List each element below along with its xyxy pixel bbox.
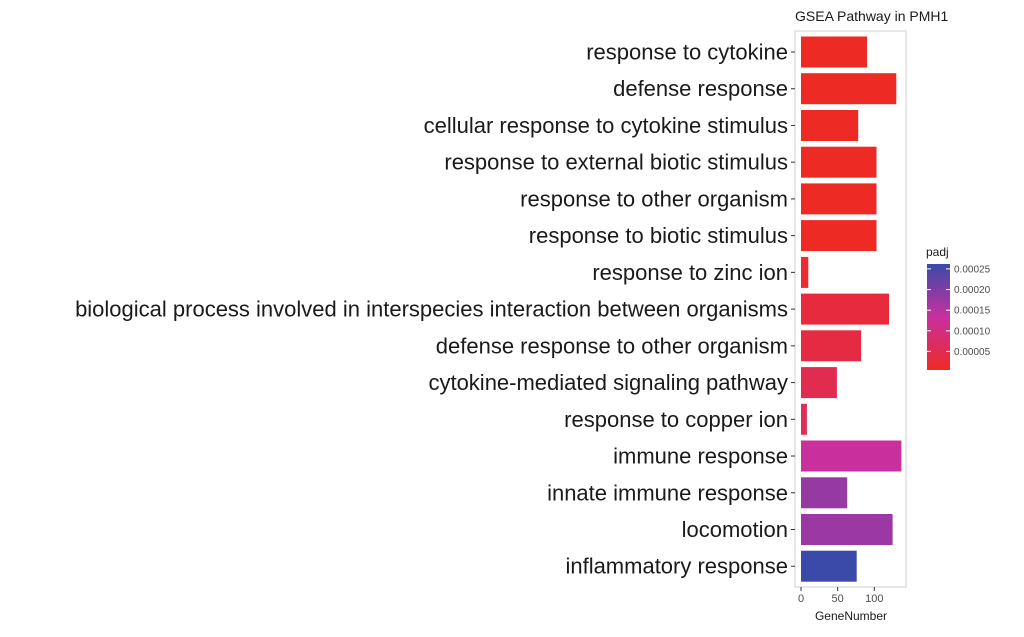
chart-title: GSEA Pathway in PMH1 (795, 8, 949, 24)
bar-7 (801, 256, 809, 288)
bar-5 (801, 183, 877, 215)
category-label-11: response to copper ion (564, 407, 788, 432)
bar-8 (801, 293, 889, 325)
category-label-2: defense response (613, 76, 788, 101)
category-label-9: defense response to other organism (436, 333, 788, 358)
bar-14 (801, 514, 893, 545)
bar-6 (801, 220, 877, 252)
category-label-4: response to external biotic stimulus (444, 150, 788, 175)
bar-2 (801, 73, 897, 105)
category-label-10: cytokine-mediated signaling pathway (428, 370, 788, 395)
bar-13 (801, 477, 848, 509)
legend-tick-label-4: 0.00020 (954, 285, 991, 296)
category-labels: response to cytokine defense response cell… (75, 40, 795, 579)
category-label-7: response to zinc ion (592, 260, 788, 285)
legend-tick-label-2: 0.00010 (954, 326, 991, 337)
x-axis: 0 50 100 (798, 587, 883, 605)
x-axis-title: GeneNumber (815, 609, 887, 623)
x-tick-label-3: 100 (865, 593, 883, 605)
bar-11 (801, 403, 807, 435)
bar-15 (801, 550, 857, 582)
legend-colorbar (927, 264, 950, 370)
bar-12 (801, 440, 902, 472)
category-label-12: immune response (613, 444, 788, 469)
category-label-8: biological process involved in interspec… (75, 297, 788, 322)
x-tick-label-1: 0 (798, 593, 804, 605)
legend-title: padj (926, 245, 949, 259)
legend-tick-label-1: 0.00005 (954, 347, 991, 358)
bar-10 (801, 367, 837, 399)
category-label-14: locomotion (682, 517, 788, 542)
x-tick-label-2: 50 (832, 593, 844, 605)
bar-3 (801, 110, 859, 141)
legend-tick-label-5: 0.00025 (954, 264, 991, 275)
bars-layer (801, 36, 902, 582)
bar-4 (801, 146, 877, 178)
category-label-13: innate immune response (547, 480, 788, 505)
category-label-5: response to other organism (520, 186, 788, 211)
legend-tick-label-3: 0.00015 (954, 306, 991, 317)
legend-ticks: 0.00005 0.00010 0.00015 0.00020 0.00025 (927, 264, 991, 358)
category-label-3: cellular response to cytokine stimulus (424, 113, 788, 138)
legend: padj 0.00005 0.00010 0.00015 0.00020 0.00025 (926, 245, 991, 370)
category-label-6: response to biotic stimulus (529, 223, 788, 248)
bar-9 (801, 330, 862, 362)
category-label-15: inflammatory response (565, 554, 788, 579)
category-label-1: response to cytokine (586, 40, 788, 65)
bar-1 (801, 36, 867, 68)
